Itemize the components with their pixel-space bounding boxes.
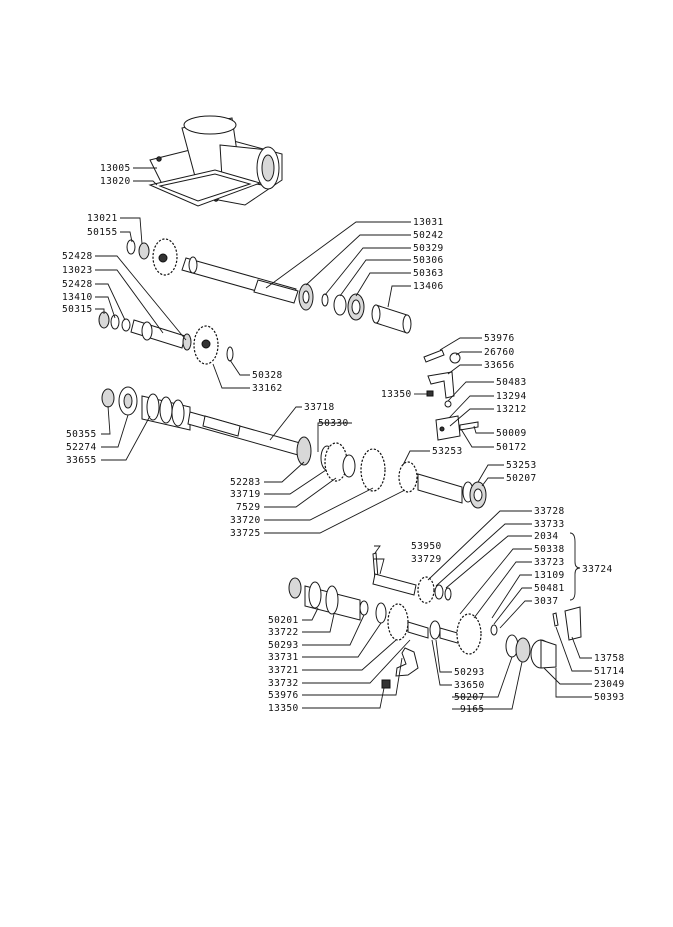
part-label: 33729 [411,554,442,565]
part-label: 50201 [268,615,299,626]
part-label: 33719 [230,489,261,500]
part-label: 33721 [268,665,299,676]
countershaft [372,552,452,604]
part-label: 50207 [506,473,537,484]
part-label: 50363 [413,268,444,279]
part-label: 50393 [594,692,625,703]
part-label: 52274 [66,442,97,453]
part-label: 33724 [582,564,613,575]
part-label: 13294 [496,391,527,402]
part-label: 13109 [534,570,565,581]
part-label: 52428 [62,251,93,262]
part-label: 51714 [594,666,625,677]
part-label: 33722 [268,627,299,638]
leader-lines [95,167,592,710]
shift-block-part [381,679,391,689]
part-label: 52283 [230,477,261,488]
part-label: 33728 [534,506,565,517]
shaft-13031 [126,238,412,334]
part-label: 13020 [100,176,131,187]
part-label: 33655 [66,455,97,466]
part-label: 50009 [496,428,527,439]
shift-fork-part [395,647,419,677]
part-label: 33725 [230,528,261,539]
part-label: 50293 [454,667,485,678]
part-label: 9165 [460,704,484,715]
part-label: 13406 [413,281,444,292]
part-label: 13212 [496,404,527,415]
part-label: 33656 [484,360,515,371]
part-label: 53950 [411,541,442,552]
part-label: 50293 [268,640,299,651]
part-label: 33650 [454,680,485,691]
part-label: 50355 [66,429,97,440]
part-label: 33718 [304,402,335,413]
part-label: 50207 [454,692,485,703]
part-label: 50483 [496,377,527,388]
part-label: 50329 [413,243,444,254]
lower-shaft [288,577,582,669]
part-label: 13005 [100,163,131,174]
part-label: 33162 [252,383,283,394]
part-label: 13031 [413,217,444,228]
part-label: 13758 [594,653,625,664]
shaft-13023 [98,311,234,365]
part-label: 50306 [413,255,444,266]
part-label: 13350 [268,703,299,714]
main-shaft [101,386,487,509]
part-labels: 13005 13020 13021 50155 13031 50242 5032… [62,163,625,715]
part-label: 53976 [484,333,515,344]
part-label: 50330 [318,418,349,429]
part-label: 52428 [62,279,93,290]
part-label: 23049 [594,679,625,690]
part-label: 33723 [534,557,565,568]
part-label: 50328 [252,370,283,381]
part-label: 2034 [534,531,558,542]
part-label: 13021 [87,213,118,224]
part-label: 50315 [62,304,93,315]
part-label: 53976 [268,690,299,701]
part-label: 50338 [534,544,565,555]
part-label: 53253 [432,446,463,457]
part-label: 50172 [496,442,527,453]
part-label: 33732 [268,678,299,689]
part-label: 33731 [268,652,299,663]
part-label: 53253 [506,460,537,471]
part-label: 13350 [381,389,412,400]
part-label: 50481 [534,583,565,594]
part-label: 33733 [534,519,565,530]
part-label: 26760 [484,347,515,358]
selector-group [423,349,479,441]
part-label: 3037 [534,596,558,607]
part-label: 13023 [62,265,93,276]
gasket-inner [158,173,252,202]
part-label: 33720 [230,515,261,526]
part-label: 50242 [413,230,444,241]
part-label: 50155 [87,227,118,238]
part-label: 7529 [236,502,260,513]
part-label: 13410 [62,292,93,303]
